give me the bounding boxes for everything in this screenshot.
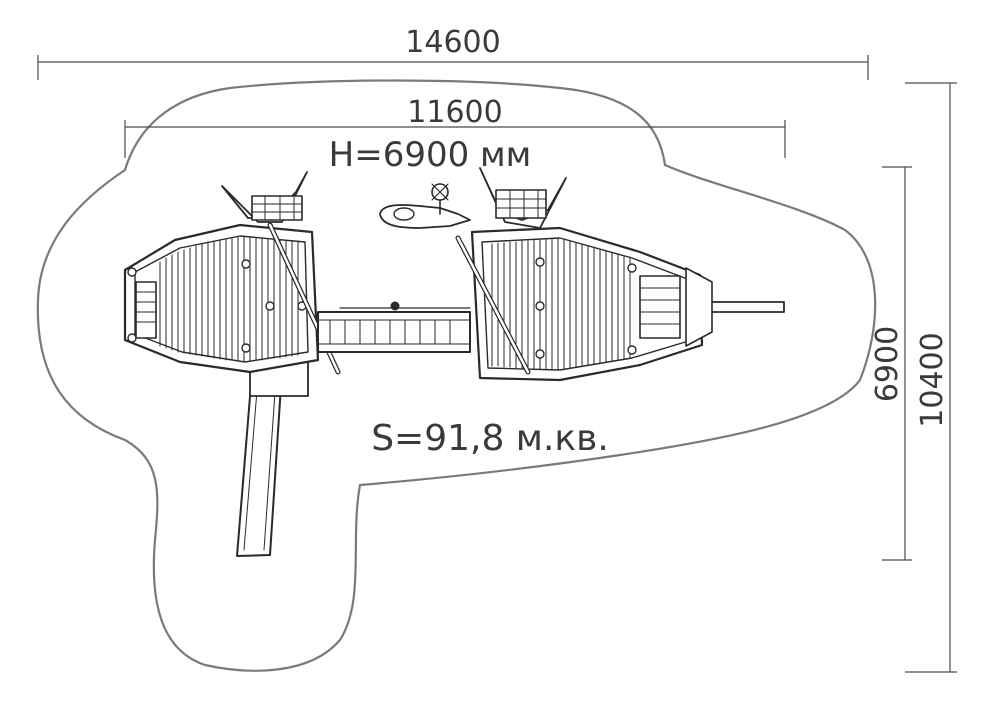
steering-wheel-assembly bbox=[379, 183, 471, 229]
dimension-inner-width-label: 6900 bbox=[870, 326, 905, 402]
slide bbox=[236, 359, 309, 557]
safety-zone-outline bbox=[36, 79, 877, 672]
left-deck-planks bbox=[159, 236, 299, 362]
dimension-inner-length: 11600 bbox=[124, 95, 786, 158]
right-deck-planks bbox=[491, 237, 631, 371]
left-hull bbox=[123, 223, 320, 374]
area-label: S=91,8 м.кв. bbox=[371, 418, 609, 459]
dimension-overall-width: 10400 bbox=[905, 82, 957, 673]
playground-ship-top-view bbox=[123, 167, 785, 557]
height-label: H=6900 мм bbox=[329, 135, 532, 175]
dimension-inner-width: 6900 bbox=[870, 166, 912, 561]
bridge bbox=[317, 301, 471, 353]
dimension-overall-width-label: 10400 bbox=[915, 332, 950, 427]
dimension-inner-length-label: 11600 bbox=[407, 95, 502, 130]
right-tower-roof bbox=[455, 167, 567, 375]
bowsprit bbox=[685, 267, 785, 347]
right-hull bbox=[470, 226, 704, 382]
dimension-overall-length-label: 14600 bbox=[405, 25, 500, 60]
dimension-overall-length: 14600 bbox=[37, 25, 869, 80]
